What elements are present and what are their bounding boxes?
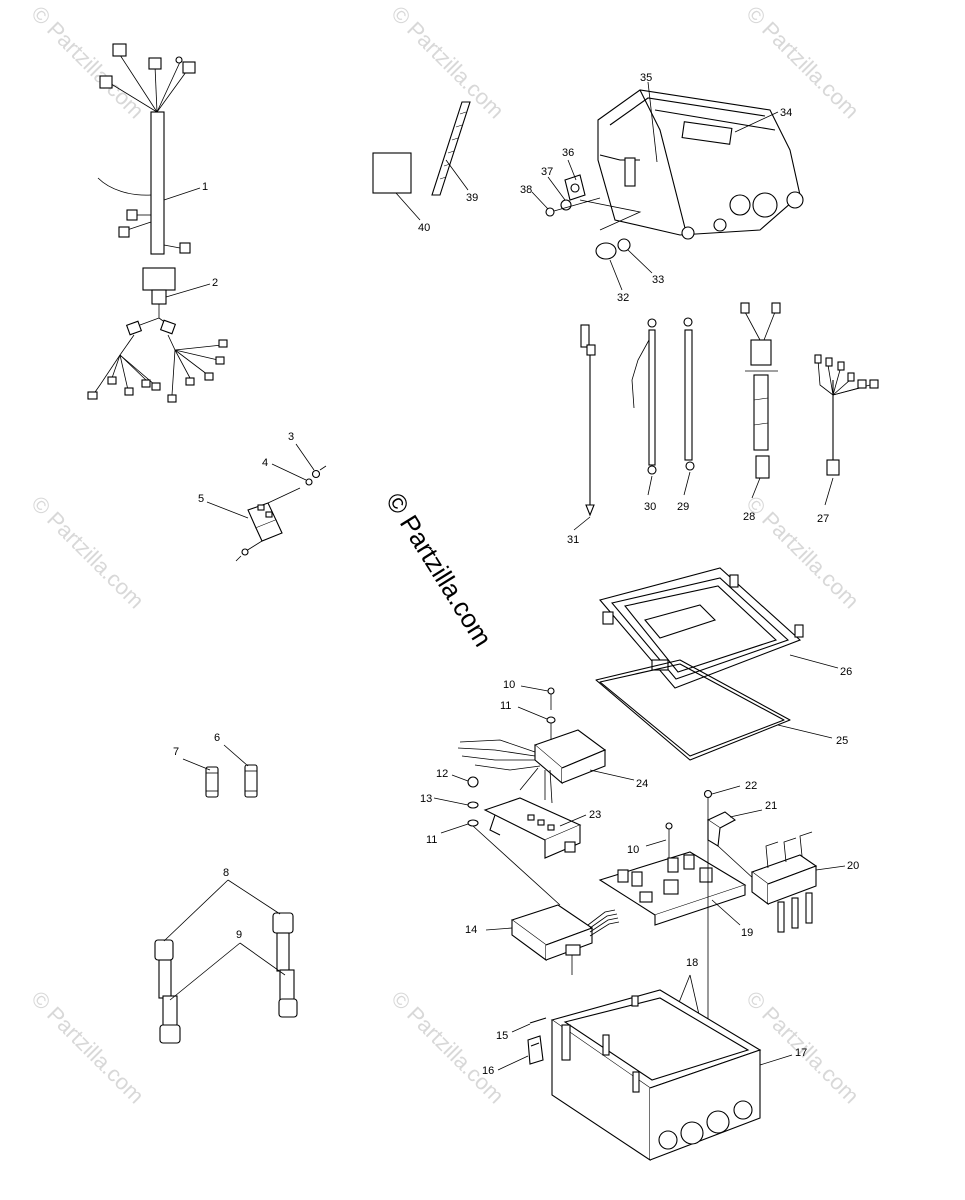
part-21-clip[interactable]: [706, 811, 736, 847]
callout-28: 28: [743, 511, 755, 523]
callout-33: 33: [652, 274, 664, 286]
callout-40: 40: [418, 222, 430, 234]
part-38-screw[interactable]: [545, 197, 601, 217]
part-9-strap-left[interactable]: [159, 995, 181, 1044]
watermark-mid-left: © Partzilla.com: [26, 491, 149, 614]
callout-30: 30: [644, 501, 656, 513]
part-6-fuse[interactable]: [244, 764, 258, 798]
part-30-cable[interactable]: [631, 318, 657, 475]
part-17-box-base[interactable]: [550, 989, 762, 1162]
watermark-center: © Partzilla.com: [380, 487, 498, 651]
watermark-top-right: © Partzilla.com: [741, 1, 864, 124]
part-20-terminal-block[interactable]: [750, 831, 818, 933]
watermark-bot-center: © Partzilla.com: [386, 986, 509, 1109]
part-25-seal[interactable]: [595, 659, 791, 761]
part-15-pin[interactable]: [529, 1017, 547, 1024]
callout-13: 13: [420, 793, 432, 805]
callout-7: 7: [173, 746, 179, 758]
callout-15: 15: [496, 1030, 508, 1042]
callout-16: 16: [482, 1065, 494, 1077]
part-8-strap-left[interactable]: [154, 939, 174, 999]
callout-24: 24: [636, 778, 648, 790]
callout-32: 32: [617, 292, 629, 304]
callout-1: 1: [202, 181, 208, 193]
callout-11a: 11: [500, 700, 511, 712]
part-12-nut[interactable]: [467, 776, 479, 788]
part-10-screw-top[interactable]: [547, 687, 555, 710]
callout-34: 34: [780, 107, 792, 119]
watermark-top-left: © Partzilla.com: [26, 1, 149, 124]
part-5-switch[interactable]: [235, 487, 301, 562]
callout-18: 18: [686, 957, 698, 969]
callout-20: 20: [847, 860, 859, 872]
callout-4: 4: [262, 457, 268, 469]
watermark-top-center: © Partzilla.com: [386, 1, 509, 124]
part-36-gasket[interactable]: [564, 174, 586, 201]
callout-6: 6: [214, 732, 220, 744]
callout-10b: 10: [627, 844, 639, 856]
callout-39: 39: [466, 192, 478, 204]
callout-11b: 11: [426, 834, 437, 846]
part-28-starter-lead[interactable]: [740, 302, 781, 479]
callout-21: 21: [765, 800, 777, 812]
part-9-strap-right[interactable]: [278, 969, 298, 1018]
part-8-strap-right[interactable]: [272, 912, 294, 972]
part-37-washer[interactable]: [560, 199, 572, 211]
callout-36: 36: [562, 147, 574, 159]
watermark-bot-left: © Partzilla.com: [26, 986, 149, 1109]
part-26-lid[interactable]: [599, 567, 804, 689]
part-40-decal[interactable]: [372, 152, 412, 194]
part-29-cable[interactable]: [683, 317, 695, 471]
part-11-washer-top[interactable]: [546, 716, 556, 724]
callout-5: 5: [198, 493, 204, 505]
callout-17: 17: [795, 1047, 807, 1059]
part-24-module[interactable]: [457, 729, 607, 804]
callout-9: 9: [236, 929, 242, 941]
callout-22: 22: [745, 780, 757, 792]
callout-2: 2: [212, 277, 218, 289]
callout-23: 23: [589, 809, 601, 821]
callout-38: 38: [520, 184, 532, 196]
callout-37: 37: [541, 166, 553, 178]
part-33-o-ring[interactable]: [617, 238, 631, 252]
part-39-cable-tie[interactable]: [431, 101, 471, 196]
part-27-harness[interactable]: [814, 354, 879, 476]
callout-35: 35: [640, 72, 652, 84]
part-10-screw-lower[interactable]: [665, 822, 673, 862]
callout-12: 12: [436, 768, 448, 780]
part-23-bracket[interactable]: [483, 797, 582, 859]
part-13-washer[interactable]: [467, 801, 479, 809]
callout-19: 19: [741, 927, 753, 939]
callout-26: 26: [840, 666, 852, 678]
callout-8: 8: [223, 867, 229, 879]
part-19-circuit-board[interactable]: [598, 851, 747, 926]
part-3-nut[interactable]: [311, 465, 327, 479]
part-14-relay-module[interactable]: [510, 904, 620, 962]
part-34-box-cover[interactable]: [597, 89, 804, 240]
callout-14: 14: [465, 924, 477, 936]
callout-29: 29: [677, 501, 689, 513]
callout-10a: 10: [503, 679, 515, 691]
callout-27: 27: [817, 513, 829, 525]
callout-31: 31: [567, 534, 579, 546]
part-32-plug[interactable]: [595, 242, 617, 260]
part-4-washer[interactable]: [305, 478, 313, 486]
watermark-mid-right: © Partzilla.com: [741, 491, 864, 614]
callout-25: 25: [836, 735, 848, 747]
part-2-sub-harness[interactable]: [87, 267, 228, 403]
part-16-latch[interactable]: [527, 1035, 544, 1065]
callout-3: 3: [288, 431, 294, 443]
part-7-fuse[interactable]: [205, 766, 219, 798]
part-1-wiring-harness[interactable]: [97, 43, 196, 255]
part-31-cable[interactable]: [580, 324, 596, 517]
part-11-washer-lower[interactable]: [467, 819, 479, 827]
